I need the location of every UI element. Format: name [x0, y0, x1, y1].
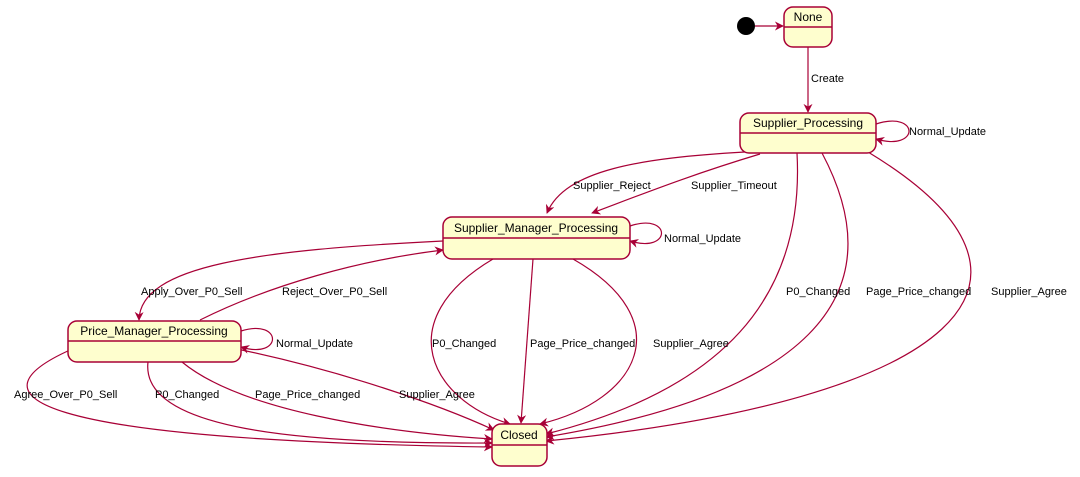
edge-agree-over-p0-sell	[26, 349, 493, 452]
state-supplier-processing-label: Supplier_Processing	[753, 116, 863, 130]
state-supplier-manager-processing[interactable]: Supplier_Manager_Processing	[442, 216, 631, 260]
label-smp-normal-update: Normal_Update	[664, 233, 741, 245]
state-price-manager-processing-label: Price_Manager_Processing	[80, 324, 227, 338]
label-pmp-page-price-changed: Page_Price_changed	[255, 389, 360, 401]
state-price-manager-processing[interactable]: Price_Manager_Processing	[67, 320, 242, 363]
edge-pmp-normal-update	[240, 327, 274, 354]
edge-apply-over-p0-sell	[134, 240, 444, 321]
label-smp-page-price-changed: Page_Price_changed	[530, 338, 635, 350]
label-pmp-p0-changed: P0_Changed	[155, 389, 219, 401]
edge-sp-p0-changed	[545, 152, 799, 437]
state-closed[interactable]: Closed	[491, 423, 548, 467]
state-none-label: None	[794, 10, 823, 24]
edge-smp-page-price-changed	[517, 258, 534, 424]
label-sp-normal-update: Normal_Update	[909, 126, 986, 138]
edge-smp-normal-update	[629, 222, 663, 248]
state-supplier-processing[interactable]: Supplier_Processing	[739, 112, 877, 154]
state-none[interactable]: None	[783, 6, 833, 48]
initial-state-marker	[737, 17, 755, 35]
label-create: Create	[811, 73, 844, 85]
label-reject-over-p0-sell: Reject_Over_P0_Sell	[282, 286, 387, 298]
edge-smp-supplier-agree	[539, 258, 637, 427]
label-supplier-timeout: Supplier_Timeout	[691, 180, 777, 192]
edge-sp-normal-update	[875, 120, 910, 146]
label-sp-supplier-agree: Supplier_Agree	[991, 286, 1067, 298]
label-pmp-supplier-agree: Supplier_Agree	[399, 389, 475, 401]
edge-sp-page-price-changed	[545, 152, 849, 441]
edge-smp-p0-changed	[430, 258, 511, 426]
edge-sp-supplier-agree	[545, 151, 972, 445]
state-supplier-manager-processing-label: Supplier_Manager_Processing	[454, 221, 618, 235]
label-sp-p0-changed: P0_Changed	[786, 286, 850, 298]
state-closed-label: Closed	[500, 428, 537, 442]
label-pmp-normal-update: Normal_Update	[276, 338, 353, 350]
edge-pmp-supplier-agree	[231, 347, 495, 431]
label-smp-p0-changed: P0_Changed	[432, 338, 496, 350]
label-supplier-reject: Supplier_Reject	[573, 180, 651, 192]
edge-pmp-p0-changed	[147, 361, 493, 448]
edge-pmp-page-price-changed	[181, 361, 493, 443]
label-sp-page-price-changed: Page_Price_changed	[866, 286, 971, 298]
label-smp-supplier-agree: Supplier_Agree	[653, 338, 729, 350]
edge-supplier-reject	[545, 151, 746, 214]
edge-supplier-timeout	[591, 153, 761, 215]
label-agree-over-p0-sell: Agree_Over_P0_Sell	[14, 389, 117, 401]
edge-reject-over-p0-sell	[199, 246, 444, 321]
label-apply-over-p0-sell: Apply_Over_P0_Sell	[141, 286, 243, 298]
